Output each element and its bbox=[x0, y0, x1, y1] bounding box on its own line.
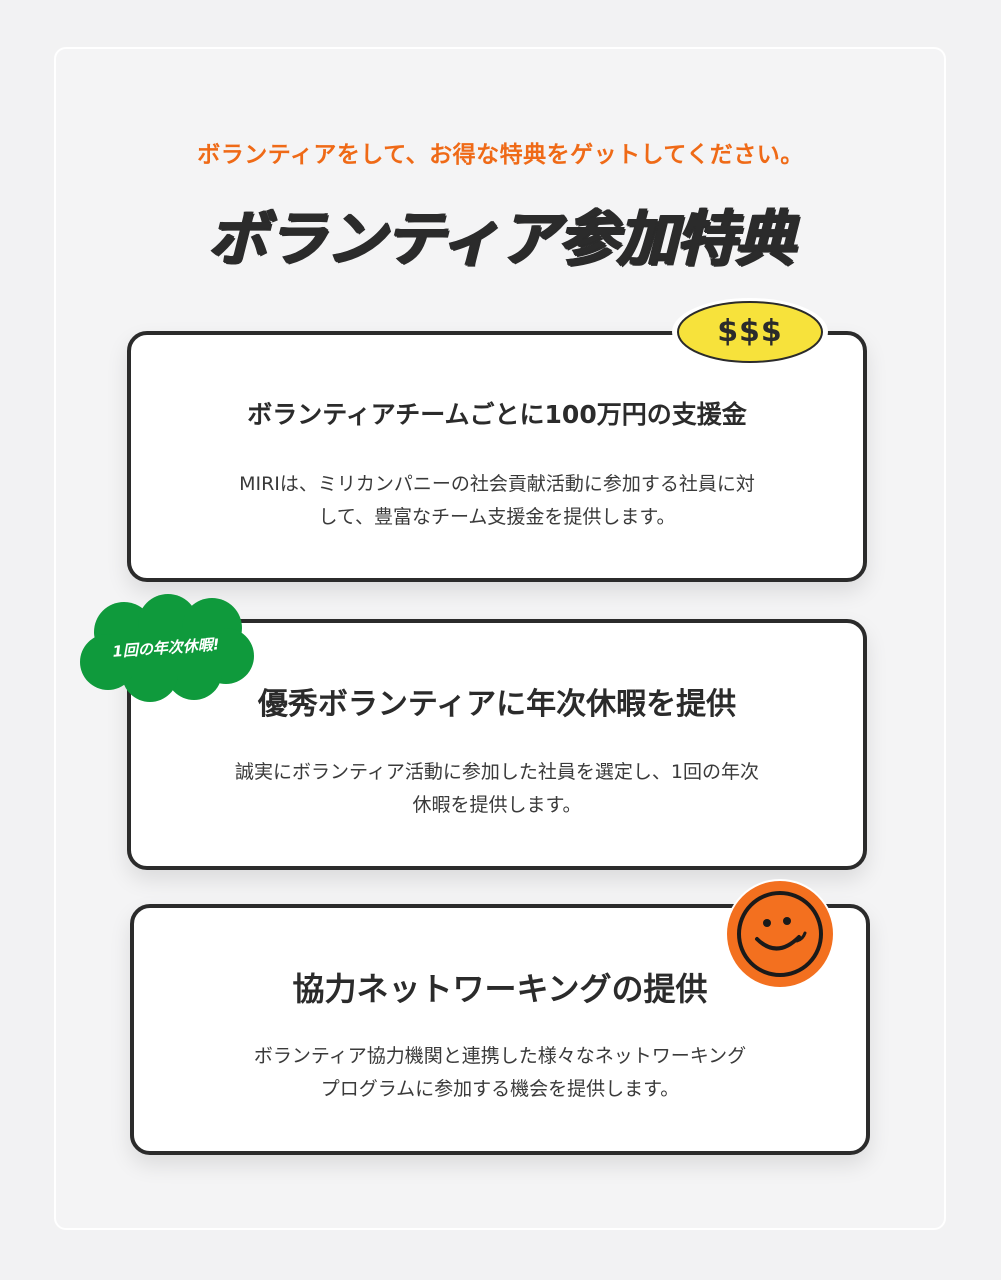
card-description: MIRIは、ミリカンパニーの社会貢献活動に参加する社員に対 して、豊富なチーム支… bbox=[191, 468, 803, 534]
benefit-card-networking: 協力ネットワーキングの提供 ボランティア協力機関と連携した様々なネットワーキング… bbox=[130, 904, 870, 1155]
card-description-line: MIRIは、ミリカンパニーの社会貢献活動に参加する社員に対 bbox=[239, 473, 755, 495]
card-title: ボランティアチームごとに100万円の支援金 bbox=[247, 400, 747, 429]
vacation-cloud-sticker: 1回の年次休暇! bbox=[76, 592, 256, 704]
card-description-line: して、豊富なチーム支援金を提供します。 bbox=[318, 506, 676, 528]
card-description-line: 休暇を提供します。 bbox=[412, 794, 582, 816]
card-description: 誠実にボランティア活動に参加した社員を選定し、1回の年次 休暇を提供します。 bbox=[191, 756, 803, 822]
vacation-cloud-label: 1回の年次休暇! bbox=[111, 635, 221, 661]
page-title: ボランティア参加特典 bbox=[207, 204, 794, 274]
benefit-card-funding: ボランティアチームごとに100万円の支援金 MIRIは、ミリカンパニーの社会貢献… bbox=[127, 331, 867, 582]
card-description-line: プログラムに参加する機会を提供します。 bbox=[320, 1078, 680, 1100]
dollar-sticker: $$$ bbox=[670, 296, 830, 368]
smiley-face-icon bbox=[723, 877, 837, 991]
card-description-line: 誠実にボランティア活動に参加した社員を選定し、1回の年次 bbox=[235, 761, 759, 783]
card-description-line: ボランティア協力機関と連携した様々なネットワーキング bbox=[253, 1045, 747, 1067]
card-title: 優秀ボランティアに年次休暇を提供 bbox=[257, 687, 737, 722]
card-description: ボランティア協力機関と連携した様々なネットワーキング プログラムに参加する機会を… bbox=[194, 1040, 806, 1106]
page-subtitle: ボランティアをして、お得な特典をゲットしてください。 bbox=[197, 142, 804, 168]
dollar-sticker-label: $$$ bbox=[717, 314, 783, 349]
dollar-sticker-shape bbox=[672, 298, 828, 366]
cloud-shape bbox=[80, 594, 254, 702]
card-title: 協力ネットワーキングの提供 bbox=[292, 970, 708, 1008]
